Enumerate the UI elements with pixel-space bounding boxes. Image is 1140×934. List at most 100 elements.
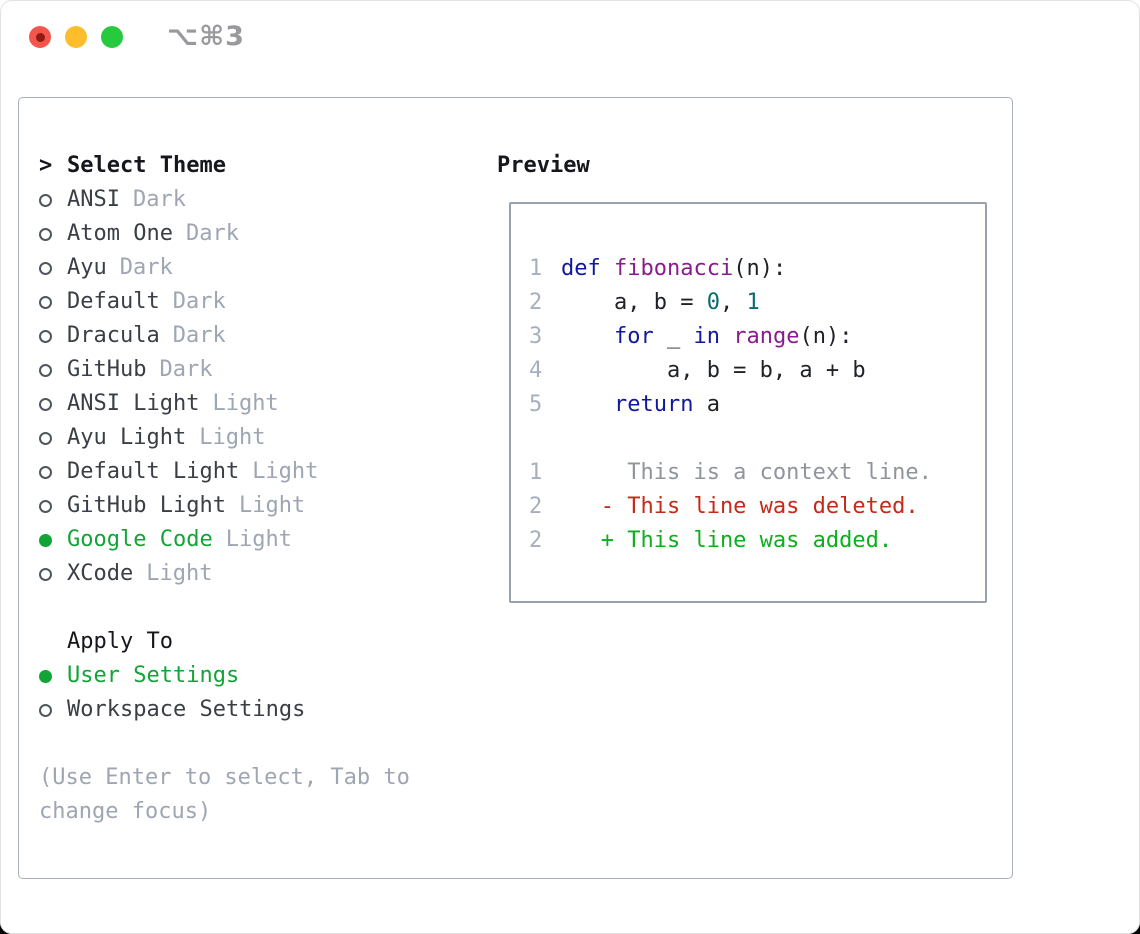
- theme-option[interactable]: GitHub Light Light: [39, 489, 410, 523]
- code-token-number: 1: [746, 290, 760, 315]
- spacer-row: [39, 591, 410, 625]
- radio-marker: [39, 693, 67, 727]
- select-theme-heading-row: >Select Theme: [39, 149, 410, 183]
- code-token-plain: ,: [719, 290, 747, 315]
- code-text: a, b = 0, 1: [561, 286, 760, 320]
- code-text: a, b = b, a + b: [561, 354, 866, 388]
- theme-name: Atom One: [67, 221, 173, 246]
- radio-marker: [39, 285, 67, 319]
- theme-option[interactable]: ANSI Dark: [39, 183, 410, 217]
- theme-variant-tag: Light: [225, 527, 292, 552]
- theme-variant-tag: Dark: [172, 289, 226, 314]
- theme-variant-tag: Light: [238, 493, 306, 518]
- heading-marker: >: [39, 149, 67, 183]
- theme-name: GitHub: [67, 357, 147, 382]
- theme-variant-tag: Dark: [132, 187, 186, 212]
- diff-text: + This line was added.: [561, 528, 893, 553]
- radio-unselected-icon: [39, 397, 52, 411]
- theme-name: Ayu Light: [67, 425, 187, 450]
- line-number: 3: [529, 324, 543, 349]
- theme-variant-tag: Dark: [119, 255, 173, 280]
- code-token-plain: [720, 324, 733, 349]
- theme-name: Ayu: [67, 255, 107, 280]
- radio-unselected-icon: [39, 431, 52, 445]
- code-token-keyword: def: [561, 256, 601, 281]
- apply-option[interactable]: User Settings: [39, 659, 410, 693]
- code-line: 1 def fibonacci(n):: [529, 252, 985, 286]
- theme-option[interactable]: GitHub Dark: [39, 353, 410, 387]
- code-text: return a: [561, 388, 720, 422]
- diff-text: This is a context line.: [561, 460, 932, 485]
- theme-name: Dracula: [67, 323, 160, 348]
- code-line: 5 return a: [529, 388, 985, 422]
- radio-unselected-icon: [39, 295, 52, 309]
- apply-option[interactable]: Workspace Settings: [39, 693, 410, 727]
- line-number: 1: [529, 460, 543, 485]
- theme-name: XCode: [67, 561, 134, 586]
- radio-unselected-icon: [39, 703, 52, 717]
- diff-line-deleted: 2 - This line was deleted.: [529, 490, 985, 524]
- code-line: 2 a, b = 0, 1: [529, 286, 985, 320]
- chevron-right-icon: >: [39, 153, 53, 178]
- radio-unselected-icon: [39, 193, 52, 207]
- empty-marker: [39, 625, 67, 659]
- code-line: 4 a, b = b, a + b: [529, 354, 985, 388]
- code-token-keyword: in: [693, 324, 720, 349]
- apply-to-heading-row: Apply To: [39, 625, 410, 659]
- theme-option[interactable]: Ayu Dark: [39, 251, 410, 285]
- code-token-plain: (n):: [799, 324, 853, 349]
- theme-name: ANSI: [67, 187, 120, 212]
- theme-variant-tag: Dark: [159, 357, 213, 382]
- theme-name: GitHub Light: [67, 493, 226, 518]
- selected-radio-marker: [39, 523, 67, 557]
- line-number: 5: [529, 392, 543, 417]
- spacer-code-line: [529, 422, 985, 456]
- help-text-line: (Use Enter to select, Tab to: [39, 765, 410, 790]
- radio-marker: [39, 557, 67, 591]
- code-token-number: 0: [706, 290, 720, 315]
- radio-unselected-icon: [39, 329, 52, 343]
- close-button[interactable]: [29, 26, 51, 48]
- theme-option[interactable]: XCode Light: [39, 557, 410, 591]
- theme-variant-tag: Light: [252, 459, 319, 484]
- radio-marker: [39, 387, 67, 421]
- radio-marker: [39, 183, 67, 217]
- radio-marker: [39, 421, 67, 455]
- line-number: 2: [529, 290, 543, 315]
- code-token-plain: a: [693, 392, 720, 417]
- zoom-button[interactable]: [101, 26, 123, 48]
- code-token-plain: [561, 324, 614, 349]
- line-number: 2: [529, 528, 543, 553]
- theme-variant-tag: Light: [146, 561, 213, 586]
- close-dot-icon: [35, 32, 45, 42]
- apply-option-label: User Settings: [67, 663, 240, 688]
- code-token-plain: [601, 256, 614, 281]
- code-text: def fibonacci(n):: [561, 252, 786, 286]
- radio-marker: [39, 251, 67, 285]
- help-text-line: change focus): [39, 799, 212, 824]
- line-number: 1: [529, 256, 543, 281]
- radio-marker: [39, 353, 67, 387]
- spacer-row: [39, 727, 410, 761]
- theme-option[interactable]: Dracula Dark: [39, 319, 410, 353]
- line-number: 4: [529, 358, 543, 383]
- radio-marker: [39, 319, 67, 353]
- code-token-plain: a, b =: [561, 290, 707, 315]
- minimize-button[interactable]: [65, 26, 87, 48]
- preview-heading: Preview: [497, 153, 590, 178]
- code-token-keyword: for: [613, 324, 654, 349]
- theme-variant-tag: Light: [212, 391, 279, 416]
- code-line: 3 for _ in range(n):: [529, 320, 985, 354]
- diff-line-added: 2 + This line was added.: [529, 524, 985, 558]
- theme-variant-tag: Dark: [172, 323, 226, 348]
- diff-line-context: 1 This is a context line.: [529, 456, 985, 490]
- apply-option-label: Workspace Settings: [67, 697, 306, 722]
